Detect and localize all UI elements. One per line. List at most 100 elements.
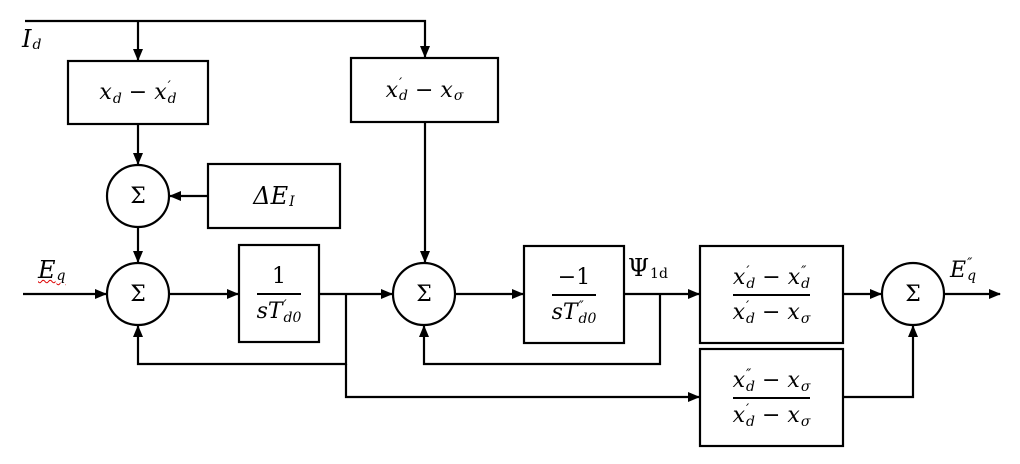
math-superscript: ″ xyxy=(967,256,973,272)
math-scripts: ′d xyxy=(746,401,755,430)
math-token: x xyxy=(732,402,746,428)
math-subscript: d xyxy=(167,90,177,107)
fraction: 1 sT′d0 xyxy=(256,264,302,326)
math-scripts: ″q xyxy=(967,256,976,283)
math-scripts: ′d xyxy=(746,263,756,292)
math-superscript: ′ xyxy=(399,76,403,92)
math-scripts: q xyxy=(56,258,66,284)
block-delta-ei xyxy=(206,162,342,230)
numerator: x′d − x″d xyxy=(732,263,811,292)
math-subscript: d xyxy=(746,413,755,430)
math-scripts: σ xyxy=(453,78,464,104)
block-xdp-minus-xs xyxy=(349,56,500,124)
math-token: x xyxy=(787,367,800,393)
math-subscript: d xyxy=(801,275,811,292)
block-integrator-tdo-p xyxy=(237,243,321,344)
math-scripts: I xyxy=(289,184,295,209)
wire-to-lower-gain xyxy=(344,364,700,402)
math-scripts: ′d0 xyxy=(283,297,302,326)
math-superscript: ″ xyxy=(801,263,807,280)
block-gain-upper xyxy=(698,244,845,345)
math-token: − xyxy=(407,77,441,103)
math-superscript: ′ xyxy=(283,297,287,314)
math-subscript: q xyxy=(56,268,66,284)
sigma-symbol-4: Σ xyxy=(905,281,921,307)
math-superscript: ″ xyxy=(578,298,584,315)
wire-feedback-sum2 xyxy=(133,294,348,366)
math-token: I xyxy=(22,25,32,53)
numerator: 1 xyxy=(272,264,286,289)
math-token: x xyxy=(732,367,746,393)
math-scripts: d xyxy=(32,27,42,53)
math-scripts: ′d xyxy=(746,300,755,327)
math-superscript: ′ xyxy=(746,401,750,418)
math-scripts: ″d xyxy=(801,263,811,292)
math-subscript: d xyxy=(399,88,408,104)
sum-junction-1 xyxy=(105,163,171,229)
block-gain-lower xyxy=(698,347,845,448)
math-subscript: σ xyxy=(800,310,811,327)
math-subscript: σ xyxy=(453,88,464,104)
math-token: x xyxy=(732,264,746,290)
math-scripts: σ xyxy=(800,369,811,395)
denominator: sT″d0 xyxy=(551,298,597,326)
math-subscript: d xyxy=(32,37,42,53)
math-subscript: d xyxy=(746,310,755,327)
math-scripts: ″d xyxy=(746,366,755,395)
math-token: ΔE xyxy=(253,182,289,210)
math-scripts: σ xyxy=(800,404,811,430)
math-subscript: d xyxy=(746,378,755,395)
math-subscript: σ xyxy=(800,378,811,395)
denominator: sT′d0 xyxy=(257,297,302,326)
sum-junction-3 xyxy=(391,261,457,327)
math-scripts: ″d0 xyxy=(578,298,597,326)
sum-junction-4 xyxy=(880,261,946,327)
math-token: Ψ xyxy=(628,254,650,282)
math-superscript: ″ xyxy=(746,366,752,383)
math-subscript: d0 xyxy=(283,309,302,326)
fraction-bar xyxy=(551,293,597,296)
math-token: 1 xyxy=(272,263,286,289)
math-token: x xyxy=(385,77,399,103)
math-subscript: 1d xyxy=(650,266,668,282)
math-subscript: σ xyxy=(800,413,811,430)
math-token: − xyxy=(754,367,788,393)
math-subscript: d xyxy=(746,275,756,292)
math-token: sT xyxy=(551,299,578,325)
math-token: − xyxy=(754,299,788,325)
math-token: − xyxy=(754,402,788,428)
math-token: − xyxy=(755,264,788,290)
wire-id-bus xyxy=(25,19,430,58)
math-token: x xyxy=(787,402,800,428)
math-scripts: ′d xyxy=(399,76,408,104)
math-superscript: ′ xyxy=(746,263,750,280)
math-scripts: 1d xyxy=(650,256,668,282)
math-token: x xyxy=(787,299,800,325)
math-token: x xyxy=(787,264,801,290)
math-token: x xyxy=(440,77,453,103)
label-integrator-tdo-p: 1 sT′d0 xyxy=(239,245,319,342)
math-token: E xyxy=(38,256,56,284)
fraction-bar xyxy=(732,293,811,296)
fraction-bar xyxy=(732,396,811,399)
math-subscript: d xyxy=(112,90,122,107)
wire-lower-gain-to-sum4 xyxy=(843,325,918,399)
sigma-symbol-3: Σ xyxy=(416,281,432,307)
math-scripts: σ xyxy=(800,301,811,327)
math-superscript: ′ xyxy=(167,78,171,95)
